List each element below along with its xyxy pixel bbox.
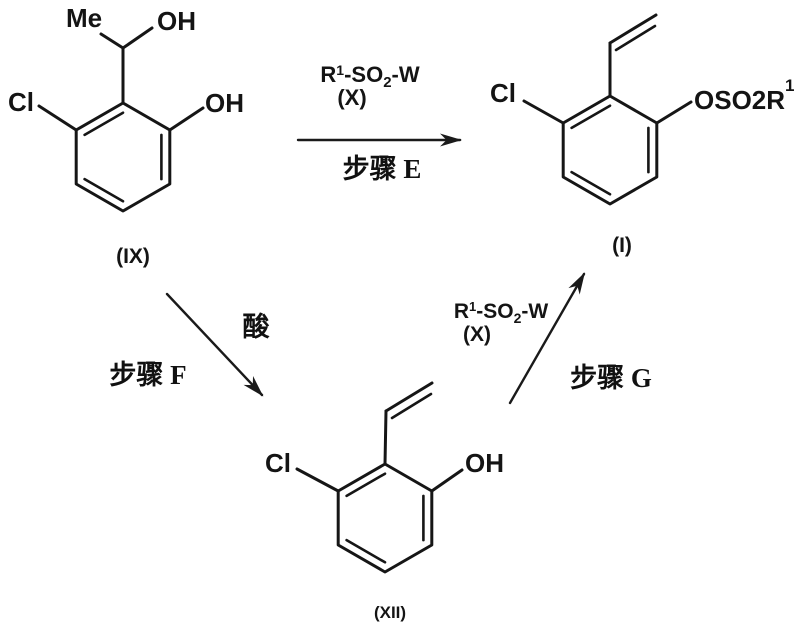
hydroxyl-ring-label: OH [205,88,244,118]
hydroxyl-bond [121,26,154,50]
benzene-ring [561,94,659,206]
methyl-label: Me [66,3,102,33]
benzene-ring [74,101,172,213]
hydroxyl-label: OH [465,448,504,478]
compound-ix-structure: Me OH Cl OH (IX) [8,3,244,268]
chloro-label: Cl [265,448,291,478]
step-g-arrow [508,272,586,405]
double-bond-line [83,111,125,137]
compound-xii-id: (XII) [374,603,406,622]
sulfonate-bond [655,100,693,125]
step-e-label: 步骤 E [343,154,422,184]
step-f-arrow-group: 酸 步骤 F [109,292,271,397]
chloro-bond [522,99,565,125]
compound-xii-structure: Cl OH (XII) [265,381,504,622]
step-f-label: 步骤 F [109,360,186,390]
step-f-arrow [165,292,264,397]
compound-i-structure: Cl OSO2R1 (I) [490,13,795,257]
phenol-bond [168,106,205,132]
compound-i-id: (I) [612,234,632,257]
vinyl-double-bond-b [390,392,433,420]
chloro-label: Cl [8,87,34,117]
step-e-arrow-group: R1-SO2-W (X) 步骤 E [296,62,462,184]
step-g-reagent: R1-SO2-W [454,299,549,326]
double-bond-line [570,104,612,130]
double-bond-line [83,177,125,203]
benzene-ring [336,462,434,574]
double-bond-line [345,538,387,564]
step-g-label: 步骤 G [570,363,652,393]
vinyl-double-bond-a [608,13,658,45]
step-e-reagent-code: (X) [337,85,366,110]
step-e-reagent: R1-SO2-W [320,62,419,91]
chloro-label: Cl [490,78,516,108]
step-g-reagent-code: (X) [463,323,491,346]
chloro-bond [37,104,78,132]
vinyl-stem-bond [383,409,388,466]
chloro-bond [295,467,340,493]
vinyl-double-bond-b [614,24,657,52]
sulfonate-label: OSO2R1 [694,76,795,115]
compound-ix-id: (IX) [116,245,150,268]
methyl-bond [99,32,125,50]
double-bond-line [570,170,612,196]
step-f-reagent: 酸 [243,312,271,342]
phenol-bond [430,468,464,493]
double-bond-line [345,472,387,498]
step-g-arrow-group: R1-SO2-W (X) 步骤 G [454,272,652,405]
hydroxyl-side-label: OH [157,6,196,36]
vinyl-double-bond-a [384,381,434,413]
